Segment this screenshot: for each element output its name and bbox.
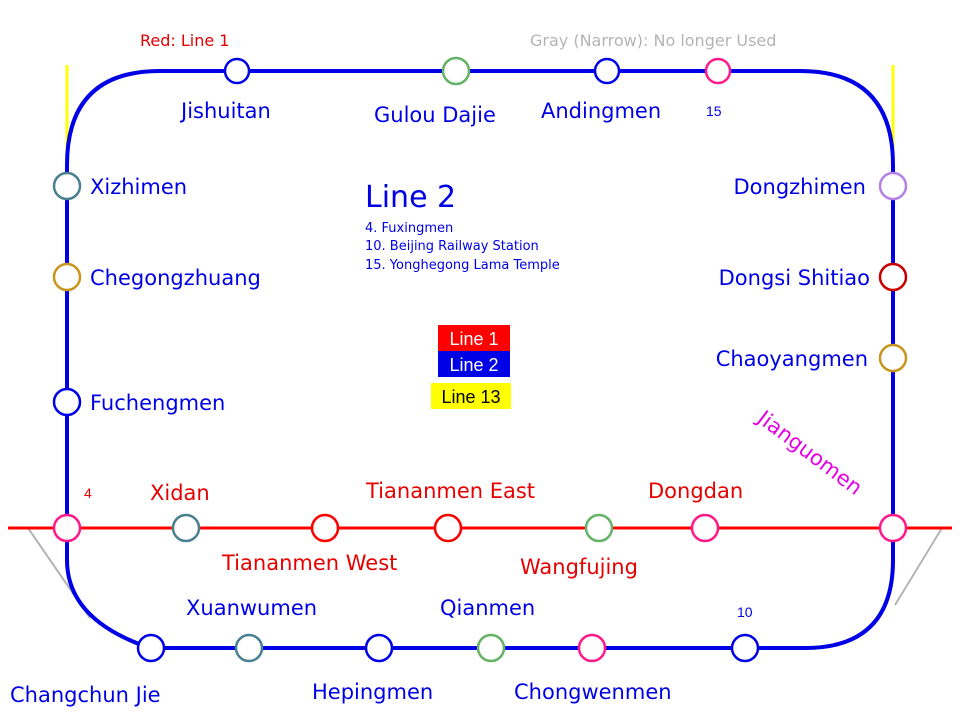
station-chaoyangmen[interactable] <box>878 343 908 373</box>
label-hepingmen: Hepingmen <box>312 680 433 704</box>
station-hepingmen[interactable] <box>364 633 394 663</box>
label-chaoyangmen: Chaoyangmen <box>716 347 868 371</box>
info-item-beijing-railway: 10. Beijing Railway Station <box>365 239 539 254</box>
info-title: Line 2 <box>365 180 456 215</box>
station-dongdan[interactable] <box>690 513 720 543</box>
station-tiananmen-east[interactable] <box>433 513 463 543</box>
legend-line2-label: Line 2 <box>449 355 498 375</box>
station-yonghegong[interactable] <box>704 57 732 85</box>
label-changchun-jie: Changchun Jie <box>10 683 161 707</box>
station-gulou-dajie[interactable] <box>441 56 471 86</box>
station-dongsi-shitiao[interactable] <box>878 262 908 292</box>
legend-line1-swatch <box>438 325 510 351</box>
station-xizhimen[interactable] <box>52 171 82 201</box>
info-item-fuxingmen: 4. Fuxingmen <box>365 221 453 236</box>
label-dongdan: Dongdan <box>648 479 743 503</box>
label-gulou-dajie: Gulou Dajie <box>374 103 496 127</box>
legend-line13-swatch <box>431 383 511 409</box>
station-chegongzhuang[interactable] <box>52 262 82 292</box>
label-xuanwumen: Xuanwumen <box>186 596 317 620</box>
label-xidan: Xidan <box>150 481 210 505</box>
label-fuchengmen: Fuchengmen <box>90 391 225 415</box>
station-wangfujing[interactable] <box>584 513 614 543</box>
note-red: Red: Line 1 <box>140 31 229 50</box>
label-jianguomen: Jianguomen <box>751 405 866 500</box>
station-chongwenmen[interactable] <box>577 633 607 663</box>
label-andingmen: Andingmen <box>541 99 661 123</box>
info-item-yonghegong: 15. Yonghegong Lama Temple <box>365 258 560 273</box>
station-dongzhimen[interactable] <box>878 171 908 201</box>
label-dongzhimen: Dongzhimen <box>733 175 866 199</box>
note-gray: Gray (Narrow): No longer Used <box>530 31 776 50</box>
station-jishuitan[interactable] <box>223 57 251 85</box>
label-chongwenmen: Chongwenmen <box>514 680 672 704</box>
station-xuanwumen[interactable] <box>234 633 264 663</box>
station-jianguomen[interactable] <box>878 513 908 543</box>
station-changchun-jie[interactable] <box>136 633 166 663</box>
legend-line1-label: Line 1 <box>449 329 498 349</box>
station-andingmen[interactable] <box>593 57 621 85</box>
label-tiananmen-east: Tiananmen East <box>365 479 535 503</box>
label-wangfujing: Wangfujing <box>520 555 638 579</box>
station-qianmen[interactable] <box>476 633 506 663</box>
station-beijing-railway[interactable] <box>730 633 760 663</box>
label-chegongzhuang: Chegongzhuang <box>90 266 261 290</box>
label-jishuitan: Jishuitan <box>179 99 271 123</box>
line2-loop <box>65 69 895 650</box>
station-tiananmen-west[interactable] <box>310 513 340 543</box>
legend: Line 1 Line 2 Line 13 <box>431 325 511 409</box>
label-yonghegong-number: 15 <box>706 103 722 119</box>
label-beijing-railway-number: 10 <box>737 604 753 620</box>
label-tiananmen-west: Tiananmen West <box>221 551 397 575</box>
station-xidan[interactable] <box>171 513 201 543</box>
label-dongsi-shitiao: Dongsi Shitiao <box>719 266 870 290</box>
legend-line13-label: Line 13 <box>441 387 500 407</box>
label-xizhimen: Xizhimen <box>90 175 187 199</box>
label-fuxingmen-number: 4 <box>84 485 92 501</box>
station-fuchengmen[interactable] <box>52 387 82 417</box>
legend-line2-swatch <box>438 351 510 377</box>
label-qianmen: Qianmen <box>440 596 535 620</box>
station-fuxingmen[interactable] <box>52 513 82 543</box>
unused-track-east <box>894 527 943 606</box>
